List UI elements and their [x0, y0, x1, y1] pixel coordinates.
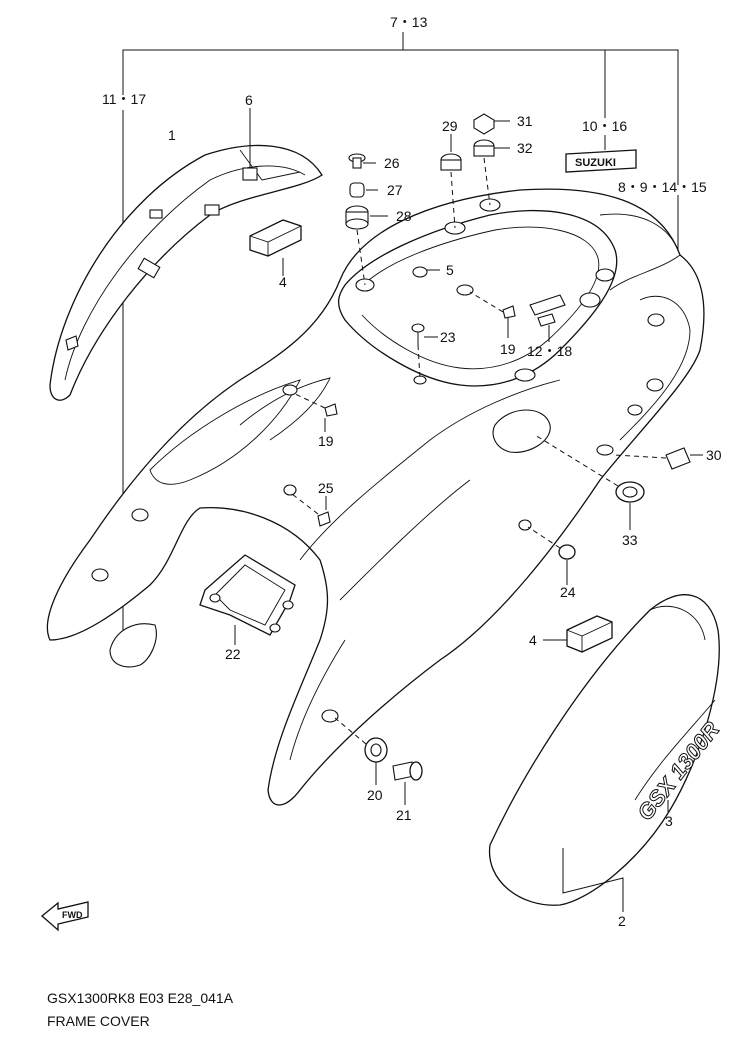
part-1-left-cover [49, 144, 323, 401]
callout-19: 19 [500, 341, 516, 357]
callout-4: 4 [279, 274, 287, 290]
part-33-grommet [534, 434, 645, 530]
callout-11-17: 11・17 [102, 91, 146, 107]
part-20-grommet [334, 717, 388, 785]
callout-12-18: 12・18 [527, 343, 572, 359]
callout-8-9-14-15: 8・9・14・15 [618, 179, 707, 195]
part-6-clip [242, 108, 258, 181]
part-2-side-cover: GSX 1300R [488, 594, 725, 912]
part-28-grommet [345, 205, 388, 286]
part-5-bolt [412, 266, 440, 278]
callout-31: 31 [517, 113, 533, 129]
part-12-18-labels [529, 294, 566, 342]
callout-7-13: 7・13 [390, 14, 428, 30]
callout-10-16: 10・16 [582, 118, 627, 134]
callout-27: 27 [387, 182, 403, 198]
callout-3: 3 [665, 813, 673, 829]
emblem-label: SUZUKI [575, 157, 616, 169]
part-25-screw [291, 493, 331, 527]
callout-labels: 7・13 11・17 10・16 8・9・14・15 12・18 1 2 3 4… [102, 14, 722, 929]
callout-30: 30 [706, 447, 722, 463]
part-29-grommet [440, 134, 462, 229]
part-4-cushion-upper [249, 219, 302, 276]
suzuki-emblem: SUZUKI [565, 135, 637, 173]
callout-5: 5 [446, 262, 454, 278]
part-4-cushion-lower [543, 615, 613, 653]
caption: GSX1300RK8 E03 E28_041A FRAME COVER [47, 990, 234, 1029]
callout-22: 22 [225, 646, 241, 662]
callout-1: 1 [168, 127, 176, 143]
part-21-bolt [392, 761, 423, 805]
part-22-bracket [199, 554, 296, 645]
part-23-screw [411, 323, 438, 379]
part-19-screw-left [292, 392, 338, 432]
part-27-collar [349, 182, 378, 198]
callout-25: 25 [318, 480, 334, 496]
callout-29: 29 [442, 118, 458, 134]
part-24-grommet [527, 526, 576, 585]
callout-21: 21 [396, 807, 412, 823]
callout-2: 2 [618, 913, 626, 929]
part-26-screw [348, 153, 376, 169]
part-32-grommet [473, 139, 510, 206]
diagram-title: FRAME COVER [47, 1013, 150, 1029]
callout-23: 23 [440, 329, 456, 345]
model-code: GSX1300RK8 E03 E28_041A [47, 990, 234, 1006]
fwd-label: FWD [62, 910, 83, 920]
callout-26: 26 [384, 155, 400, 171]
main-frame-cover [46, 188, 705, 806]
callout-33: 33 [622, 532, 638, 548]
callout-19: 19 [318, 433, 334, 449]
part-31-nut [473, 113, 510, 135]
fwd-arrow-icon: FWD [40, 901, 89, 932]
part-19-screw-right [469, 291, 516, 338]
callout-24: 24 [560, 584, 576, 600]
callout-32: 32 [517, 140, 533, 156]
callout-20: 20 [367, 787, 383, 803]
callout-28: 28 [396, 208, 412, 224]
callout-4: 4 [529, 632, 537, 648]
callout-6: 6 [245, 92, 253, 108]
part-30-clip [614, 447, 703, 470]
